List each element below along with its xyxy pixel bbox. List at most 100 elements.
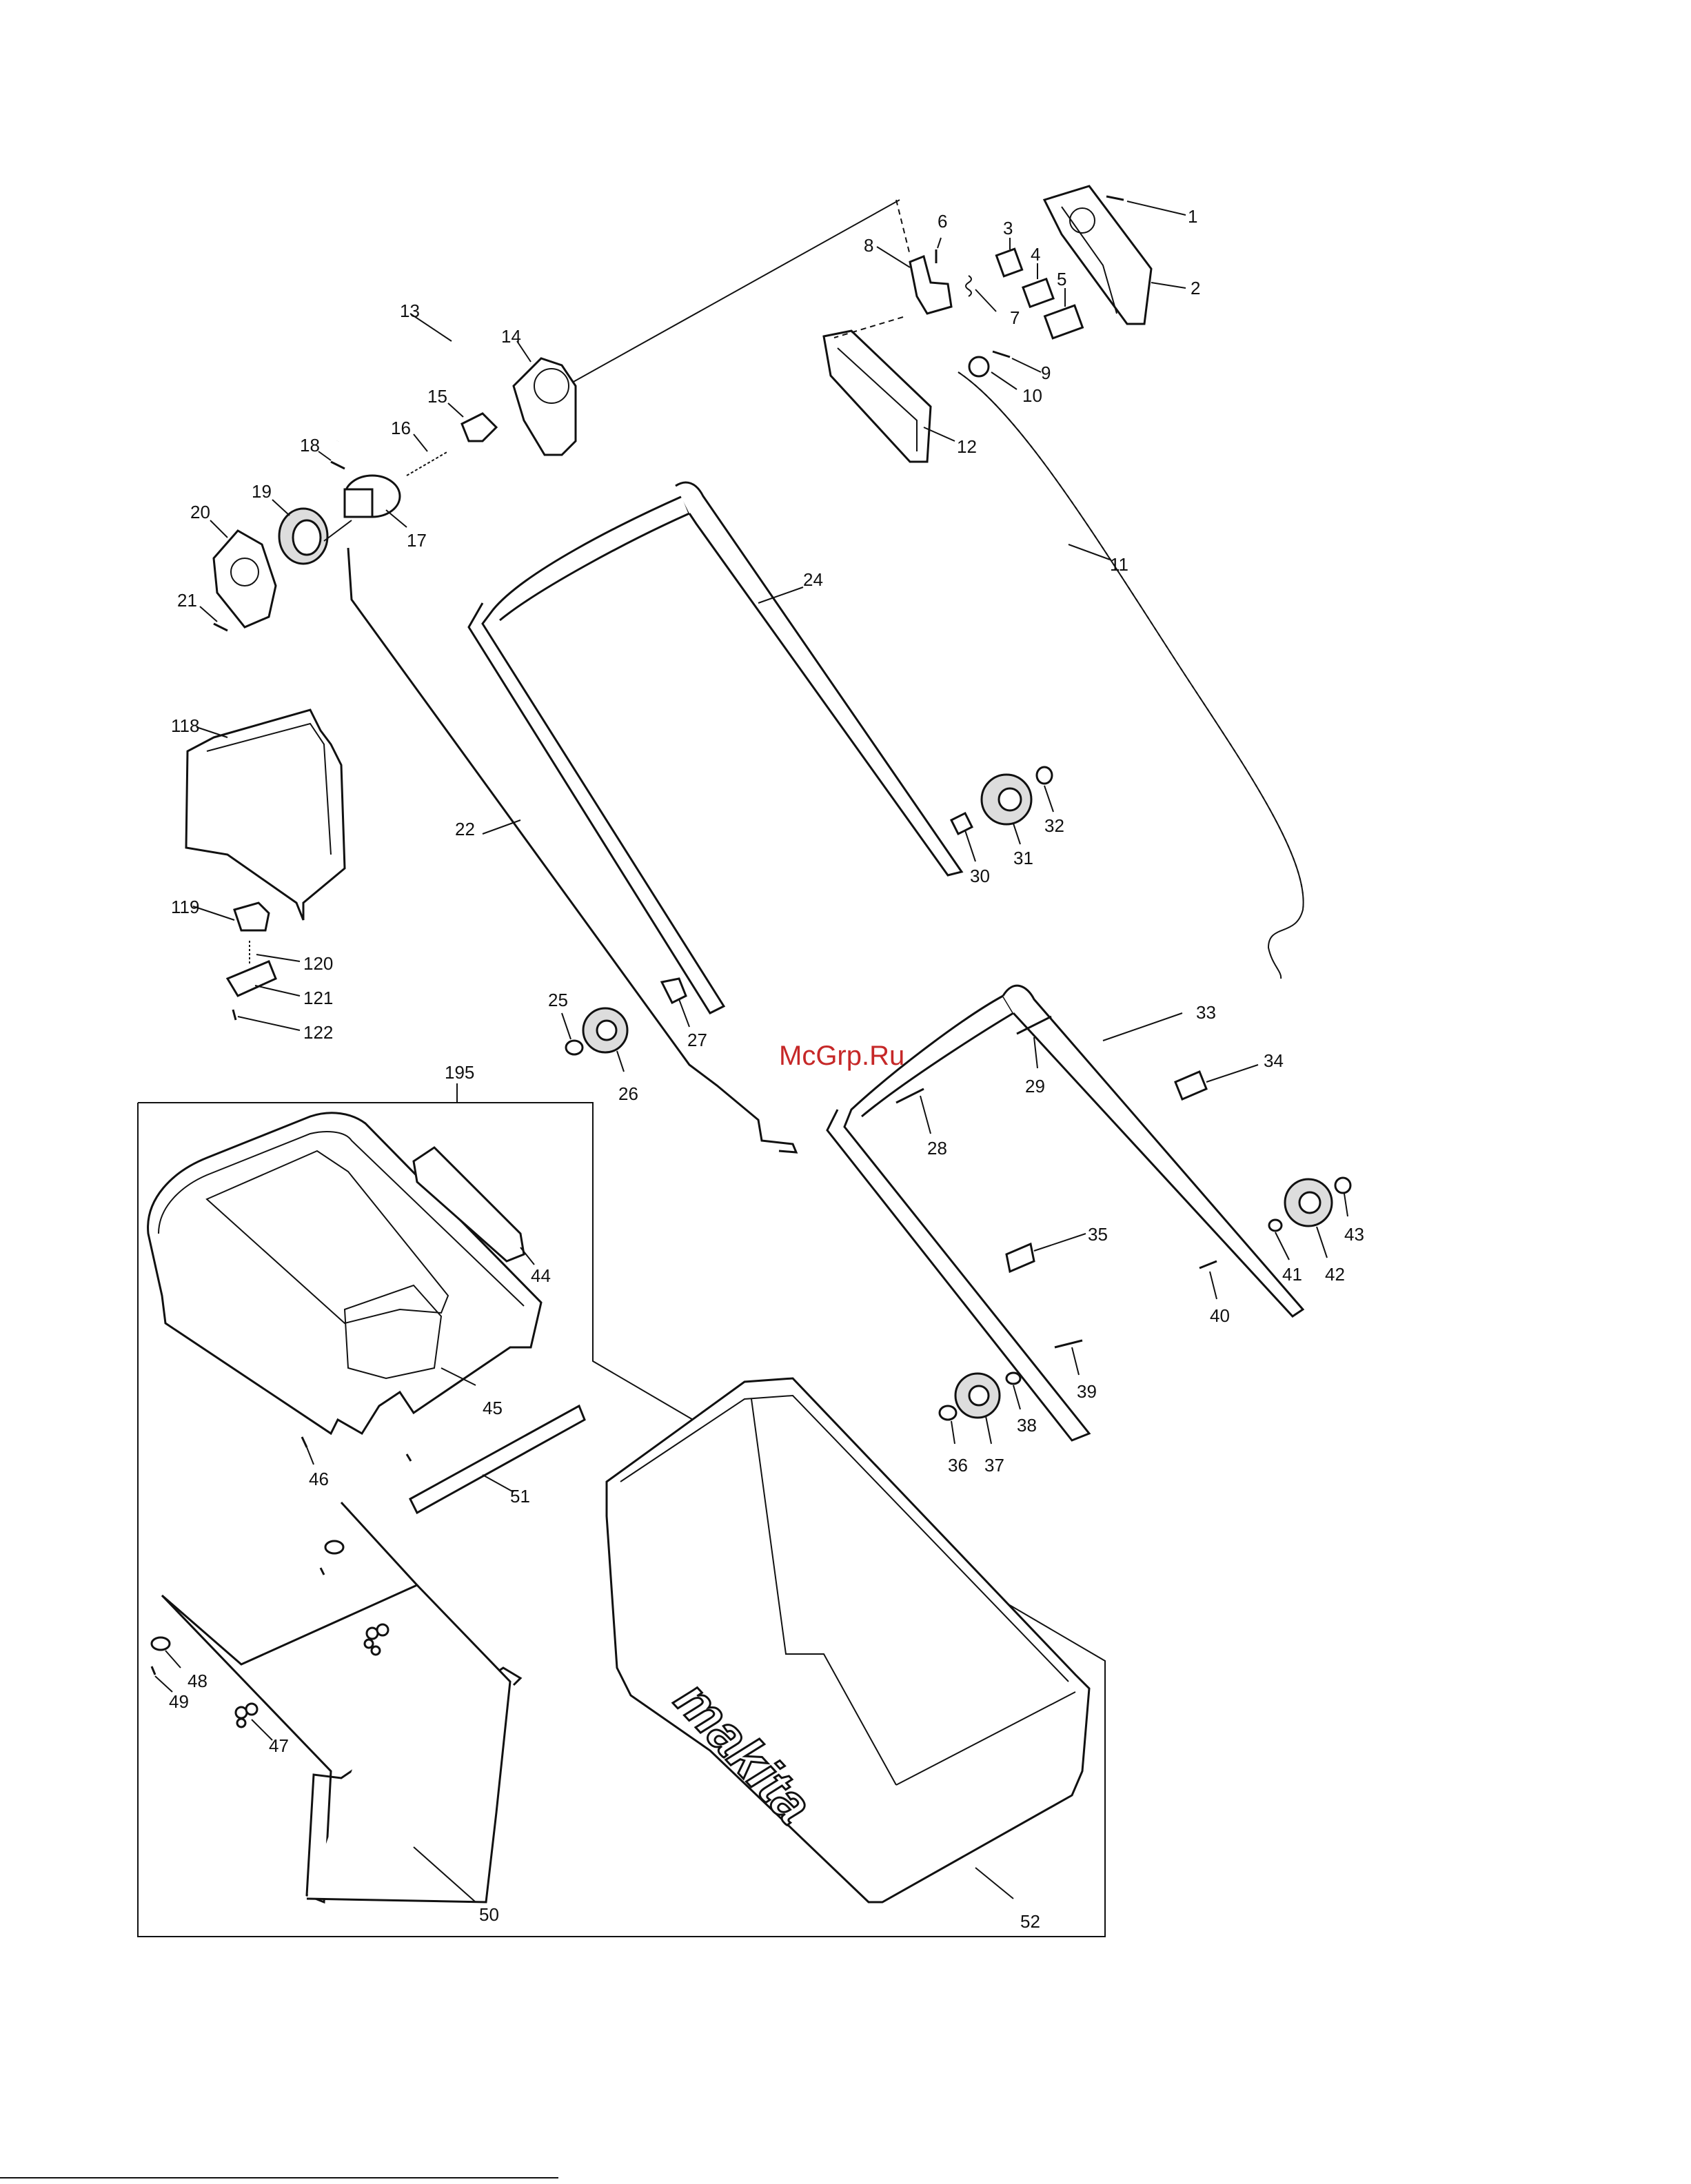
- label-8: 8: [864, 235, 873, 256]
- label-38: 38: [1017, 1415, 1037, 1436]
- label-47: 47: [269, 1735, 289, 1756]
- label-15: 15: [427, 386, 447, 407]
- label-43: 43: [1344, 1224, 1364, 1245]
- rod-22: [348, 548, 796, 1152]
- label-2: 2: [1191, 278, 1200, 298]
- nut-10: [969, 357, 1017, 389]
- label-28: 28: [927, 1138, 947, 1159]
- screw-21: [200, 606, 227, 631]
- label-29: 29: [1025, 1076, 1045, 1096]
- label-41: 41: [1282, 1264, 1302, 1285]
- label-4: 4: [1031, 244, 1040, 265]
- label-31: 31: [1013, 848, 1033, 868]
- label-25: 25: [548, 990, 568, 1010]
- screw-18: [318, 451, 345, 469]
- label-11: 11: [1110, 554, 1128, 575]
- cap-20: [210, 520, 276, 627]
- label-51: 51: [510, 1486, 530, 1507]
- label-40: 40: [1210, 1305, 1230, 1326]
- button-4: [1023, 263, 1053, 307]
- frame-50: [162, 1502, 520, 1902]
- label-118: 118: [171, 715, 199, 736]
- label-7: 7: [1010, 307, 1020, 328]
- washer-38: [1006, 1373, 1020, 1409]
- washer-48: [152, 1637, 181, 1668]
- screw-46: [302, 1437, 314, 1464]
- label-36: 36: [948, 1455, 968, 1476]
- label-26: 26: [618, 1083, 638, 1104]
- label-21: 21: [177, 590, 197, 611]
- label-9: 9: [1041, 363, 1051, 383]
- label-19: 19: [252, 481, 272, 502]
- spacer-30: [951, 813, 975, 861]
- knob-26: [583, 1008, 627, 1072]
- spring-16: [407, 434, 448, 476]
- screw-unlabeled: [407, 1454, 411, 1461]
- screw-6: [936, 238, 941, 263]
- label-52: 52: [1020, 1911, 1040, 1932]
- screw-122: [233, 1010, 300, 1030]
- knob-42: [1285, 1179, 1332, 1258]
- top-cover-45: [148, 1113, 541, 1433]
- bushing-17: [345, 476, 407, 527]
- clip-35: [1006, 1234, 1086, 1272]
- label-39: 39: [1077, 1381, 1097, 1402]
- button-3: [996, 238, 1022, 276]
- label-17: 17: [407, 530, 427, 551]
- clip-34: [1175, 1065, 1258, 1099]
- bracket-121: [227, 961, 300, 996]
- label-120: 120: [303, 953, 333, 974]
- bolt-28: [896, 1089, 931, 1134]
- label-5: 5: [1057, 269, 1066, 289]
- spring-120: [250, 941, 300, 965]
- label-35: 35: [1088, 1224, 1108, 1245]
- label-32: 32: [1044, 815, 1064, 836]
- label-12: 12: [957, 436, 977, 457]
- plate-47: [236, 1704, 272, 1740]
- screw-1: [1106, 196, 1186, 215]
- label-195: 195: [445, 1062, 474, 1083]
- spring-7: [966, 276, 996, 312]
- nut-32: [1037, 767, 1053, 812]
- grass-bag-52: [607, 1378, 1089, 1902]
- lever-8: [877, 247, 951, 314]
- label-122: 122: [303, 1022, 333, 1043]
- washer-41: [1269, 1220, 1289, 1260]
- label-24: 24: [803, 569, 823, 590]
- label-33: 33: [1196, 1002, 1216, 1023]
- label-42: 42: [1325, 1264, 1345, 1285]
- label-13: 13: [400, 300, 420, 321]
- bolt-39: [1055, 1340, 1082, 1375]
- bolt-40: [1199, 1261, 1217, 1299]
- ring-19: [272, 500, 327, 564]
- knob-37: [955, 1374, 1000, 1444]
- label-119: 119: [171, 897, 199, 917]
- handle-24: [469, 482, 962, 1013]
- label-49: 49: [169, 1691, 189, 1712]
- housing-14: [514, 341, 576, 455]
- label-14: 14: [501, 326, 521, 347]
- label-1: 1: [1188, 206, 1197, 227]
- screw-49: [152, 1666, 172, 1692]
- cable-11: [958, 372, 1304, 979]
- label-16: 16: [391, 418, 411, 438]
- latch-15: [448, 403, 496, 441]
- strip-51: [410, 1406, 585, 1513]
- label-37: 37: [984, 1455, 1004, 1476]
- flap-118: [186, 710, 345, 920]
- label-30: 30: [970, 866, 990, 886]
- label-22: 22: [455, 819, 475, 839]
- label-44: 44: [531, 1265, 551, 1286]
- clip-119: [193, 903, 269, 930]
- label-10: 10: [1022, 385, 1042, 406]
- label-6: 6: [938, 211, 947, 232]
- label-18: 18: [300, 435, 320, 456]
- nut-43: [1335, 1178, 1350, 1216]
- label-20: 20: [190, 502, 210, 522]
- label-50: 50: [479, 1904, 499, 1925]
- nut-25: [562, 1013, 583, 1054]
- label-46: 46: [309, 1469, 329, 1489]
- screw-9: [993, 351, 1041, 372]
- label-34: 34: [1264, 1050, 1284, 1071]
- rod-13: [338, 276, 551, 441]
